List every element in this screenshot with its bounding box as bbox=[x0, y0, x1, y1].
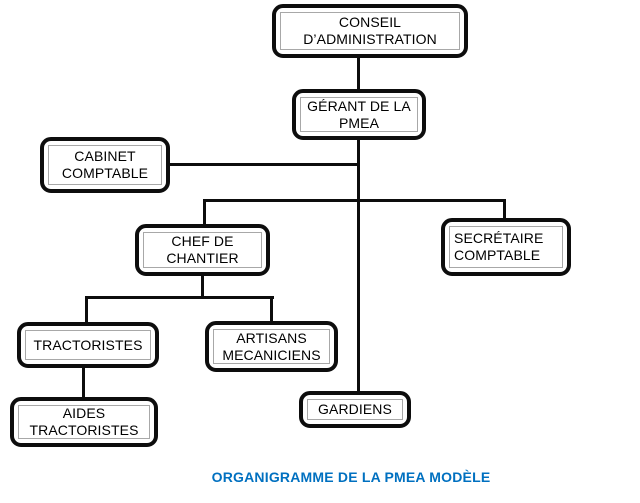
connector-branch-artisans bbox=[270, 296, 273, 322]
org-node-cabinet-label: CABINET COMPTABLE bbox=[61, 148, 149, 181]
org-node-gardiens: GARDIENS bbox=[299, 391, 411, 428]
org-node-frame: CONSEIL D’ADMINISTRATION bbox=[280, 12, 460, 50]
org-node-frame: GÉRANT DE LA PMEA bbox=[300, 97, 418, 132]
org-node-frame: SECRÉTAIRE COMPTABLE bbox=[449, 226, 563, 268]
org-node-gerant-label: GÉRANT DE LA PMEA bbox=[307, 97, 411, 131]
org-node-secretaire-comptable: SECRÉTAIRE COMPTABLE bbox=[441, 218, 571, 276]
org-node-tractoristes: TRACTORISTES bbox=[17, 322, 159, 368]
org-node-frame: TRACTORISTES bbox=[25, 330, 151, 360]
connector-level2-branch bbox=[203, 199, 506, 202]
org-node-frame: ARTISANS MECANICIENS bbox=[213, 329, 330, 364]
connector-branch-secretaire bbox=[503, 199, 506, 219]
org-node-gerant: GÉRANT DE LA PMEA bbox=[292, 89, 426, 140]
connector-branch-tractoristes bbox=[85, 296, 88, 323]
org-node-gardiens-label: GARDIENS bbox=[318, 401, 392, 417]
org-node-aides-label: AIDES TRACTORISTES bbox=[29, 405, 139, 438]
org-node-cabinet-comptable: CABINET COMPTABLE bbox=[40, 137, 170, 193]
org-node-chef-chantier: CHEF DE CHANTIER bbox=[135, 224, 270, 276]
org-node-tractoristes-label: TRACTORISTES bbox=[33, 336, 143, 353]
connector-branch-chef bbox=[203, 199, 206, 225]
org-node-artisans-mecaniciens: ARTISANS MECANICIENS bbox=[205, 321, 338, 372]
chart-caption: ORGANIGRAMME DE LA PMEA MODÈLE bbox=[211, 469, 491, 485]
org-node-frame: CHEF DE CHANTIER bbox=[143, 232, 262, 268]
org-node-conseil-administration: CONSEIL D’ADMINISTRATION bbox=[272, 4, 468, 58]
org-node-conseil-label: CONSEIL D’ADMINISTRATION bbox=[303, 14, 437, 47]
connector-conseil-gerant bbox=[357, 56, 360, 91]
org-node-artisans-label: ARTISANS MECANICIENS bbox=[222, 329, 321, 363]
org-node-secretaire-label: SECRÉTAIRE COMPTABLE bbox=[454, 230, 544, 263]
connector-level3-branch bbox=[85, 296, 274, 299]
org-node-aides-tractoristes: AIDES TRACTORISTES bbox=[10, 397, 158, 447]
connector-gerant-gardiens-trunk bbox=[357, 139, 360, 392]
connector-chef-subbranch bbox=[201, 275, 204, 298]
org-node-frame: GARDIENS bbox=[307, 399, 403, 420]
connector-tractoristes-aides bbox=[82, 367, 85, 398]
connector-cabinet-mainline bbox=[168, 163, 360, 166]
org-node-chef-label: CHEF DE CHANTIER bbox=[166, 233, 239, 266]
org-node-frame: CABINET COMPTABLE bbox=[48, 145, 162, 185]
org-node-frame: AIDES TRACTORISTES bbox=[18, 405, 150, 439]
